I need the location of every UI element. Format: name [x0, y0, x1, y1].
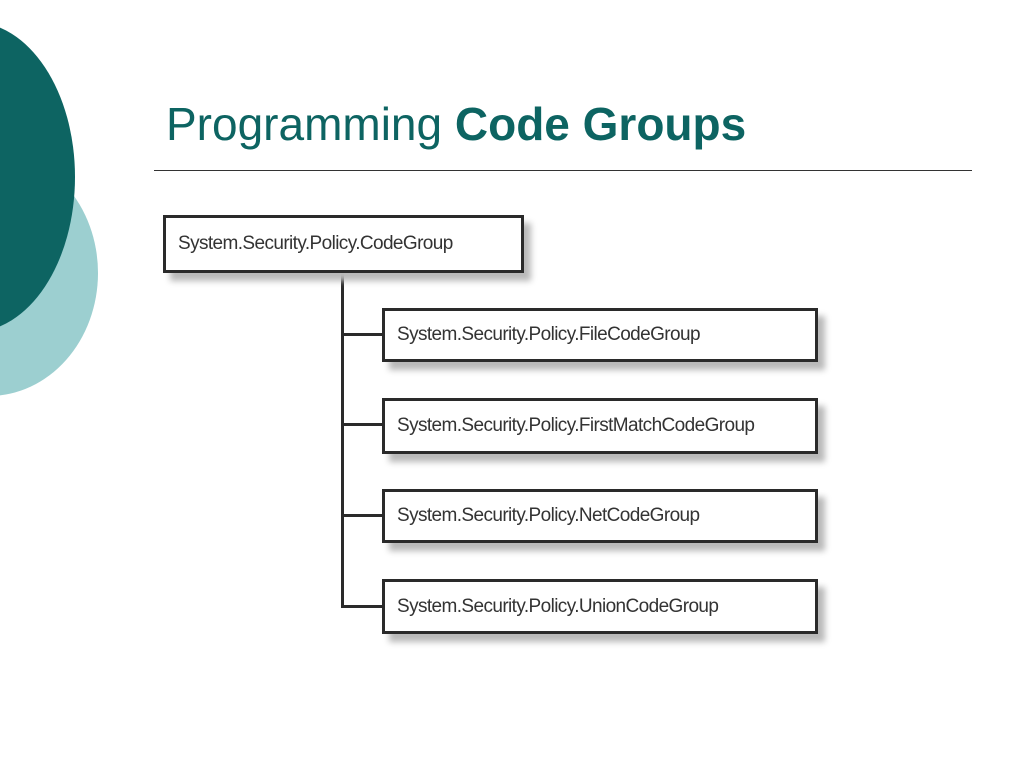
root-class-node: System.Security.Policy.CodeGroup — [163, 215, 524, 273]
branch-connector — [341, 605, 384, 608]
first-match-code-group-node: System.Security.Policy.FirstMatchCodeGro… — [382, 398, 818, 454]
title-divider — [154, 170, 972, 171]
branch-connector — [341, 423, 384, 426]
title-bold-text: Code Groups — [454, 98, 747, 150]
title-regular-text: Programming — [166, 98, 455, 150]
slide-title: Programming Code Groups — [166, 98, 746, 151]
file-code-group-node: System.Security.Policy.FileCodeGroup — [382, 308, 818, 362]
trunk-connector — [341, 271, 344, 608]
union-code-group-node: System.Security.Policy.UnionCodeGroup — [382, 579, 818, 634]
branch-connector — [341, 514, 384, 517]
net-code-group-node: System.Security.Policy.NetCodeGroup — [382, 489, 818, 543]
branch-connector — [341, 333, 384, 336]
